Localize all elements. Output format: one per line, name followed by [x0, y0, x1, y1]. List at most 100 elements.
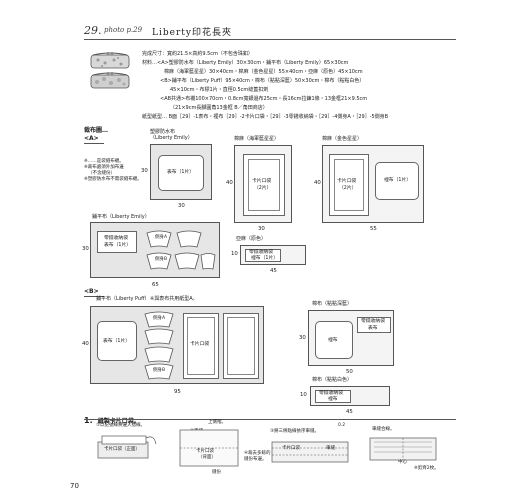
a-coin-lining-label: 零錢收納袋 — [249, 250, 273, 255]
materials-line-5: <AB共通>布襯100×70cm・0.8cm寬銀邊布25cm・長16cm拉鍊1條… — [160, 96, 368, 102]
finished-size: 完成尺寸：寬約21.5×高約9.5cm（不包含珠釦） — [142, 51, 253, 57]
step-1-text: ①以記號線將邊入摺線。 — [96, 423, 146, 428]
b-outer-piece: 表布（1片） — [97, 321, 137, 361]
header-rule — [84, 39, 456, 40]
materials-line-6: （21×9cm長腳圓角13金框 B／角田商店） — [170, 105, 268, 111]
a-outer-piece-label: 表布（1片） — [167, 170, 195, 175]
a-side-b-label: 側身B — [155, 257, 168, 262]
b-dim-45: 45 — [346, 409, 353, 415]
legend-3: （不含縫份） — [88, 171, 115, 176]
a-dim-45: 45 — [270, 268, 277, 274]
a-vinyl-fabric: 表布（1片） — [150, 144, 212, 200]
materials-line-3: <B>鋪平布（Liberty Puff）95×40cm・棉布（點點深藍）50×3… — [160, 78, 365, 84]
b-card-pocket-1: 卡片口袋 — [183, 313, 219, 379]
a-natural-linen: 零錢收納袋 裡布（1片） — [240, 245, 306, 265]
materials-line-4: 45×10cm・布標1片・直徑0.5cm縫蓋扣劑 — [170, 87, 269, 93]
wallet-photo-b — [90, 72, 130, 89]
a-fabric1-label: 塑膠防水布 — [150, 129, 176, 135]
b-dim-10: 10 — [300, 392, 307, 398]
b-coin-lining-sub: 裡布 — [328, 397, 338, 402]
a-dim-10: 10 — [231, 251, 238, 257]
b-spread-fabric: 表布（1片） 側身A 側身B 卡片口袋 — [90, 306, 264, 384]
b-dim-40: 40 — [82, 341, 89, 347]
step-2-illustration: 卡片口袋 （背面） — [176, 428, 242, 468]
b-coin-outer-label: 裡布 — [328, 338, 338, 343]
b-white-dot-cotton: 零錢收納袋 裡布 — [310, 386, 390, 406]
a-navy-linen: 卡片口袋 （2片） — [234, 145, 292, 223]
a-fabric2-label: 棉麻（海軍藍星星） — [234, 136, 280, 142]
section-a-rule — [84, 143, 104, 144]
b-card-pocket-label: 卡片口袋 — [190, 342, 210, 347]
materials-line-2: 棉麻（海軍藍星星）30×40cm・棉麻（金色星星）55×40cm・亞麻（原色）4… — [164, 69, 363, 75]
page-number: 70 — [70, 482, 79, 490]
b-dim-30: 30 — [299, 335, 306, 341]
b-dim-95: 95 — [174, 389, 181, 395]
legend-4: ※塑膠防水布不需袋縫布襯。 — [84, 177, 142, 182]
a-coin-purse-sub: 表布（1片） — [104, 243, 132, 248]
a-coin-purse-piece: 零錢收納袋 表布（1片） — [97, 231, 137, 253]
b-coin-outer-piece: 裡布 — [315, 321, 353, 359]
a-dim-65: 65 — [152, 282, 159, 288]
a-card-pocket-2-count: （2片） — [339, 186, 357, 191]
page-title: Liberty印花長夾 — [152, 28, 232, 38]
step-5-illustration: 中心 — [368, 436, 438, 465]
legend-1: ※……是袋縫布襯。 — [84, 159, 124, 164]
step-3-measure: 0.2 — [338, 423, 346, 428]
a-coin-lining-sub: 裡布（1片） — [251, 256, 279, 261]
a-card-pocket-2: 卡片口袋 （2片） — [329, 154, 369, 216]
b-fabric3-label: 棉布（點點白色） — [312, 377, 353, 383]
step-2-seam: 縫份 — [212, 470, 221, 475]
a-dim-30-height-3: 30 — [82, 246, 89, 252]
a-fabric3-label: 棉麻（金色星星） — [322, 136, 363, 142]
a-gusset-shapes — [146, 230, 216, 270]
step-3-stitch: 車縫 — [326, 446, 335, 451]
step-3-piece: 卡片口袋 — [282, 446, 300, 451]
a-dim-40-height: 40 — [226, 180, 233, 186]
a-dim-40-height-2: 40 — [314, 180, 321, 186]
b-coin-purse-piece: 零錢收納袋 表布 — [357, 317, 391, 333]
a-fabric5-label: 亞麻（原色） — [236, 236, 267, 242]
step-5-center: 中心 — [398, 460, 407, 465]
a-card-pocket-label: 卡片口袋 — [252, 179, 272, 184]
step-2-top: 上側褶。 — [208, 420, 226, 425]
a-spread-fabric: 零錢收納袋 表布（1片） 側身A 側身B — [90, 222, 220, 278]
b-fabric2-label: 棉布（點點深藍） — [312, 301, 353, 307]
a-card-pocket-count: （2片） — [254, 186, 272, 191]
legend-2: ※裁布處須外加布邊 — [84, 165, 124, 170]
b-outer-piece-label: 表布（1片） — [103, 339, 131, 344]
step-1-title: 縫製卡片口袋。 — [97, 418, 140, 425]
step-rule — [84, 419, 456, 420]
materials-line-1: 材料…<A>塑膠防水布（Liberty Emily）30×30cm・鋪平布（Li… — [142, 60, 349, 66]
step-4-text: ④裁去多餘的 — [244, 451, 271, 456]
b-coin-lining-piece: 零錢收納袋 裡布 — [315, 390, 351, 403]
step-3-illustration: 卡片口袋 車縫 — [270, 438, 350, 466]
step-2-piece: 卡片口袋 — [196, 449, 214, 454]
b-coin-purse-sub: 表布 — [368, 326, 378, 331]
step-2-back: （背面） — [198, 455, 216, 460]
a-dim-30-width-2: 30 — [258, 226, 265, 232]
header: 29. photo p.29 Liberty印花長夾 — [84, 24, 424, 38]
b-side-b-label: 側身B — [153, 368, 166, 373]
item-number: 29. — [84, 24, 102, 37]
b-coin-purse-label: 零錢收納袋 — [361, 319, 385, 324]
step-1-number: 1. — [84, 416, 93, 425]
step-3-text: ③將三條點線依序車縫。 — [270, 429, 320, 434]
b-coin-lining-label: 零錢收納袋 — [319, 391, 343, 396]
a-dim-30-width: 30 — [178, 203, 185, 209]
section-a-label: <A> — [84, 135, 99, 142]
a-card-pocket-2-label: 卡片口袋 — [337, 179, 357, 184]
a-outer-piece: 表布（1片） — [158, 155, 204, 191]
a-lining-label: 裡布（1片） — [384, 178, 412, 183]
step-1-illustration: 卡片口袋（正面） — [96, 432, 158, 462]
step-1-heading: 1. 縫製卡片口袋。 — [84, 408, 140, 427]
b-navy-dot-cotton: 裡布 零錢收納袋 表布 — [308, 310, 394, 366]
a-fabric4-label: 鋪平布（Liberty Emily） — [92, 214, 150, 220]
a-coin-lining-piece: 零錢收納袋 裡布（1片） — [245, 249, 281, 262]
section-b-rule — [84, 296, 104, 297]
a-gold-linen: 卡片口袋 （2片） 裡布（1片） — [322, 145, 424, 223]
b-note: ※與表布共用紙型A。 — [150, 296, 198, 302]
b-side-a-label: 側身A — [153, 316, 166, 321]
a-coin-purse-label: 零錢收納袋 — [104, 236, 128, 241]
a-lining-piece: 裡布（1片） — [375, 162, 419, 200]
b-dim-50: 50 — [346, 369, 353, 375]
